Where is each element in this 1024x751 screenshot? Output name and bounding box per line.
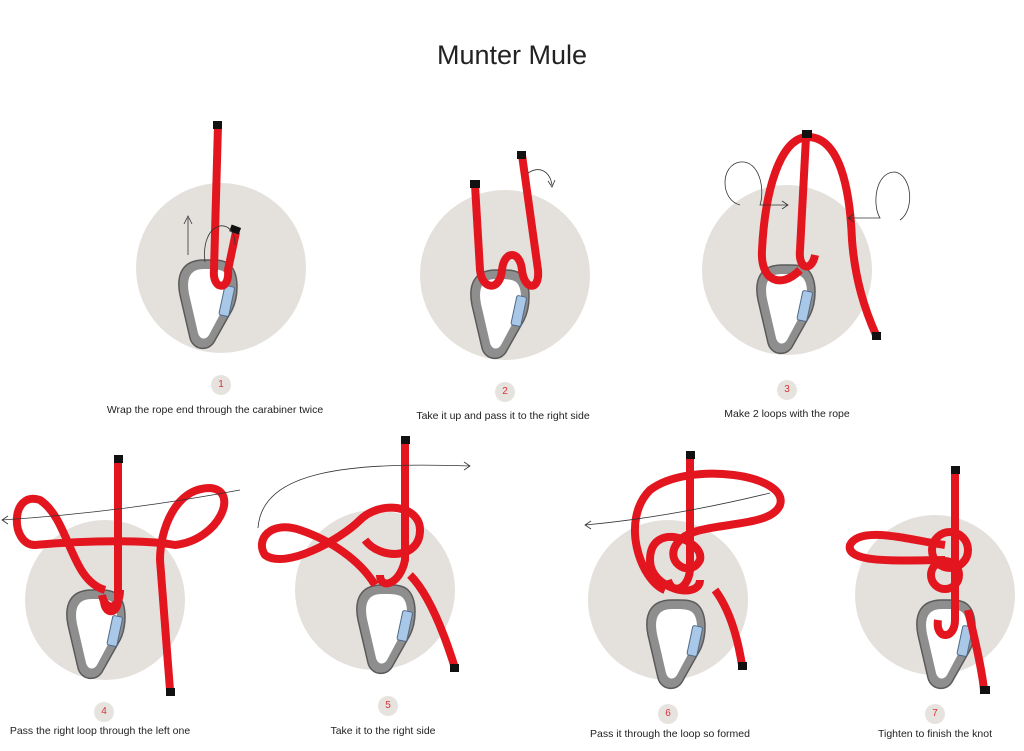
step-3-caption: Make 2 loops with the rope — [724, 408, 850, 420]
step-7-number: 7 — [925, 704, 945, 724]
step-2-number: 2 — [495, 382, 515, 402]
step-3-number: 3 — [777, 380, 797, 400]
step-5-caption: Take it to the right side — [330, 725, 436, 737]
step-5-number: 5 — [378, 696, 398, 716]
step-4-caption: Pass the right loop through the left one — [9, 725, 191, 737]
step-1-illustration — [136, 121, 306, 353]
step-2-caption: Take it up and pass it to the right side — [416, 410, 590, 422]
step-2-illustration — [420, 151, 590, 360]
step-5-illustration — [257, 436, 471, 675]
step-3-illustration — [702, 130, 911, 355]
step-6-number: 6 — [658, 704, 678, 724]
step-4-illustration — [1, 455, 241, 696]
step-1-caption: Wrap the rope end through the carabiner … — [106, 404, 324, 416]
step-6-caption: Pass it through the loop so formed — [590, 728, 750, 740]
step-6-illustration — [584, 451, 785, 690]
page-title: Munter Mule — [436, 40, 588, 70]
step-7-caption: Tighten to finish the knot — [877, 728, 992, 740]
step-4-number: 4 — [94, 702, 114, 722]
step-1-number: 1 — [211, 375, 231, 395]
step-7-illustration — [845, 466, 1015, 694]
